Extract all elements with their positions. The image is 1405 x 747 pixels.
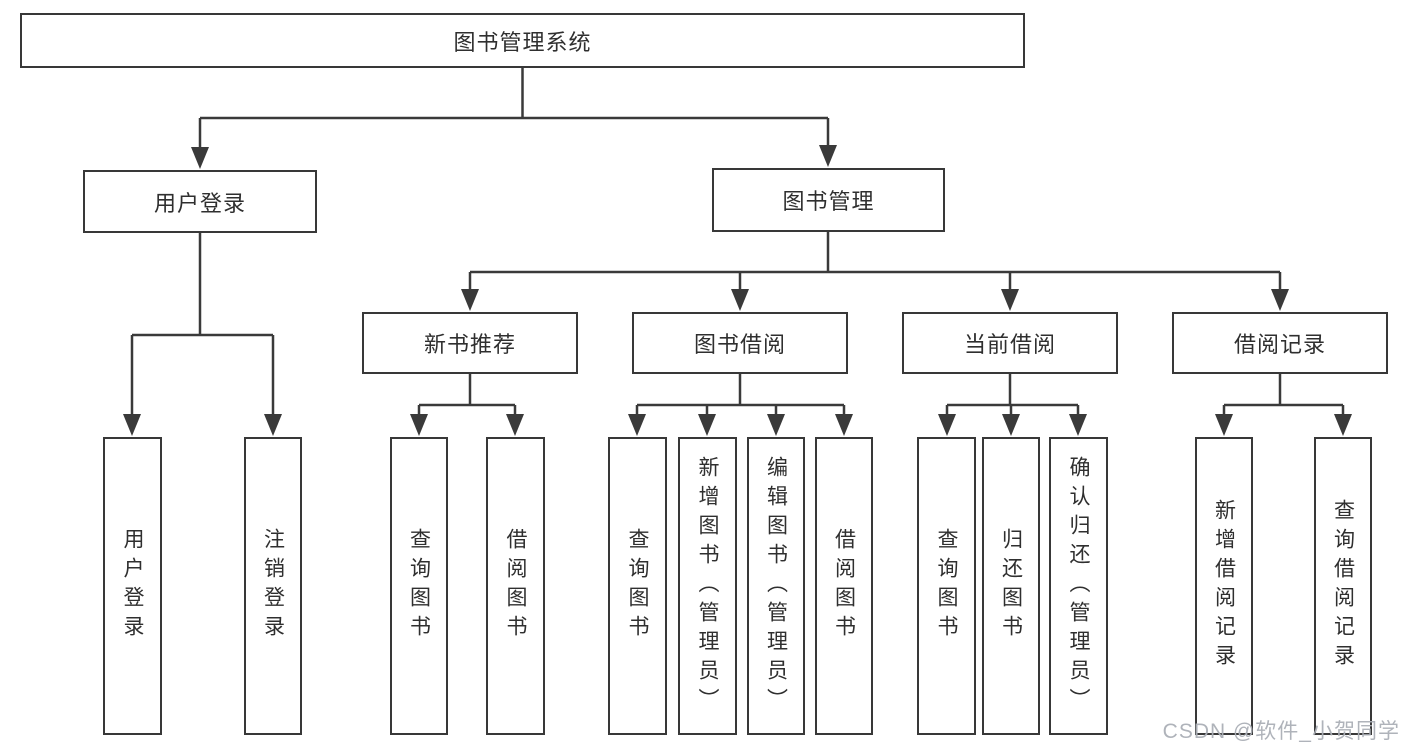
leaf-bb-edit-books-admin: 编辑图书（管理员）	[747, 437, 805, 735]
node-user-login: 用户登录	[83, 170, 317, 233]
leaf-br-query-record: 查询借阅记录	[1314, 437, 1372, 735]
leaf-cb-return-books: 归还图书	[982, 437, 1040, 735]
node-new-book-recommendation: 新书推荐	[362, 312, 578, 374]
leaf-cb-confirm-return-admin: 确认归还（管理员）	[1049, 437, 1108, 735]
leaf-bb-query-books: 查询图书	[608, 437, 667, 735]
node-root: 图书管理系统	[20, 13, 1025, 68]
node-book-borrowing: 图书借阅	[632, 312, 848, 374]
node-current-borrowing: 当前借阅	[902, 312, 1118, 374]
leaf-nbr-borrow-books: 借阅图书	[486, 437, 545, 735]
watermark: CSDN @软件_小贺同学	[1162, 720, 1400, 743]
leaf-br-add-record: 新增借阅记录	[1195, 437, 1253, 735]
leaf-logout: 注销登录	[244, 437, 302, 735]
leaf-bb-add-books-admin: 新增图书（管理员）	[678, 437, 737, 735]
node-book-management: 图书管理	[712, 168, 945, 232]
leaf-cb-query-books: 查询图书	[917, 437, 976, 735]
leaf-nbr-query-books: 查询图书	[390, 437, 448, 735]
node-borrowing-records: 借阅记录	[1172, 312, 1388, 374]
leaf-user-login: 用户登录	[103, 437, 162, 735]
leaf-bb-borrow-books: 借阅图书	[815, 437, 873, 735]
